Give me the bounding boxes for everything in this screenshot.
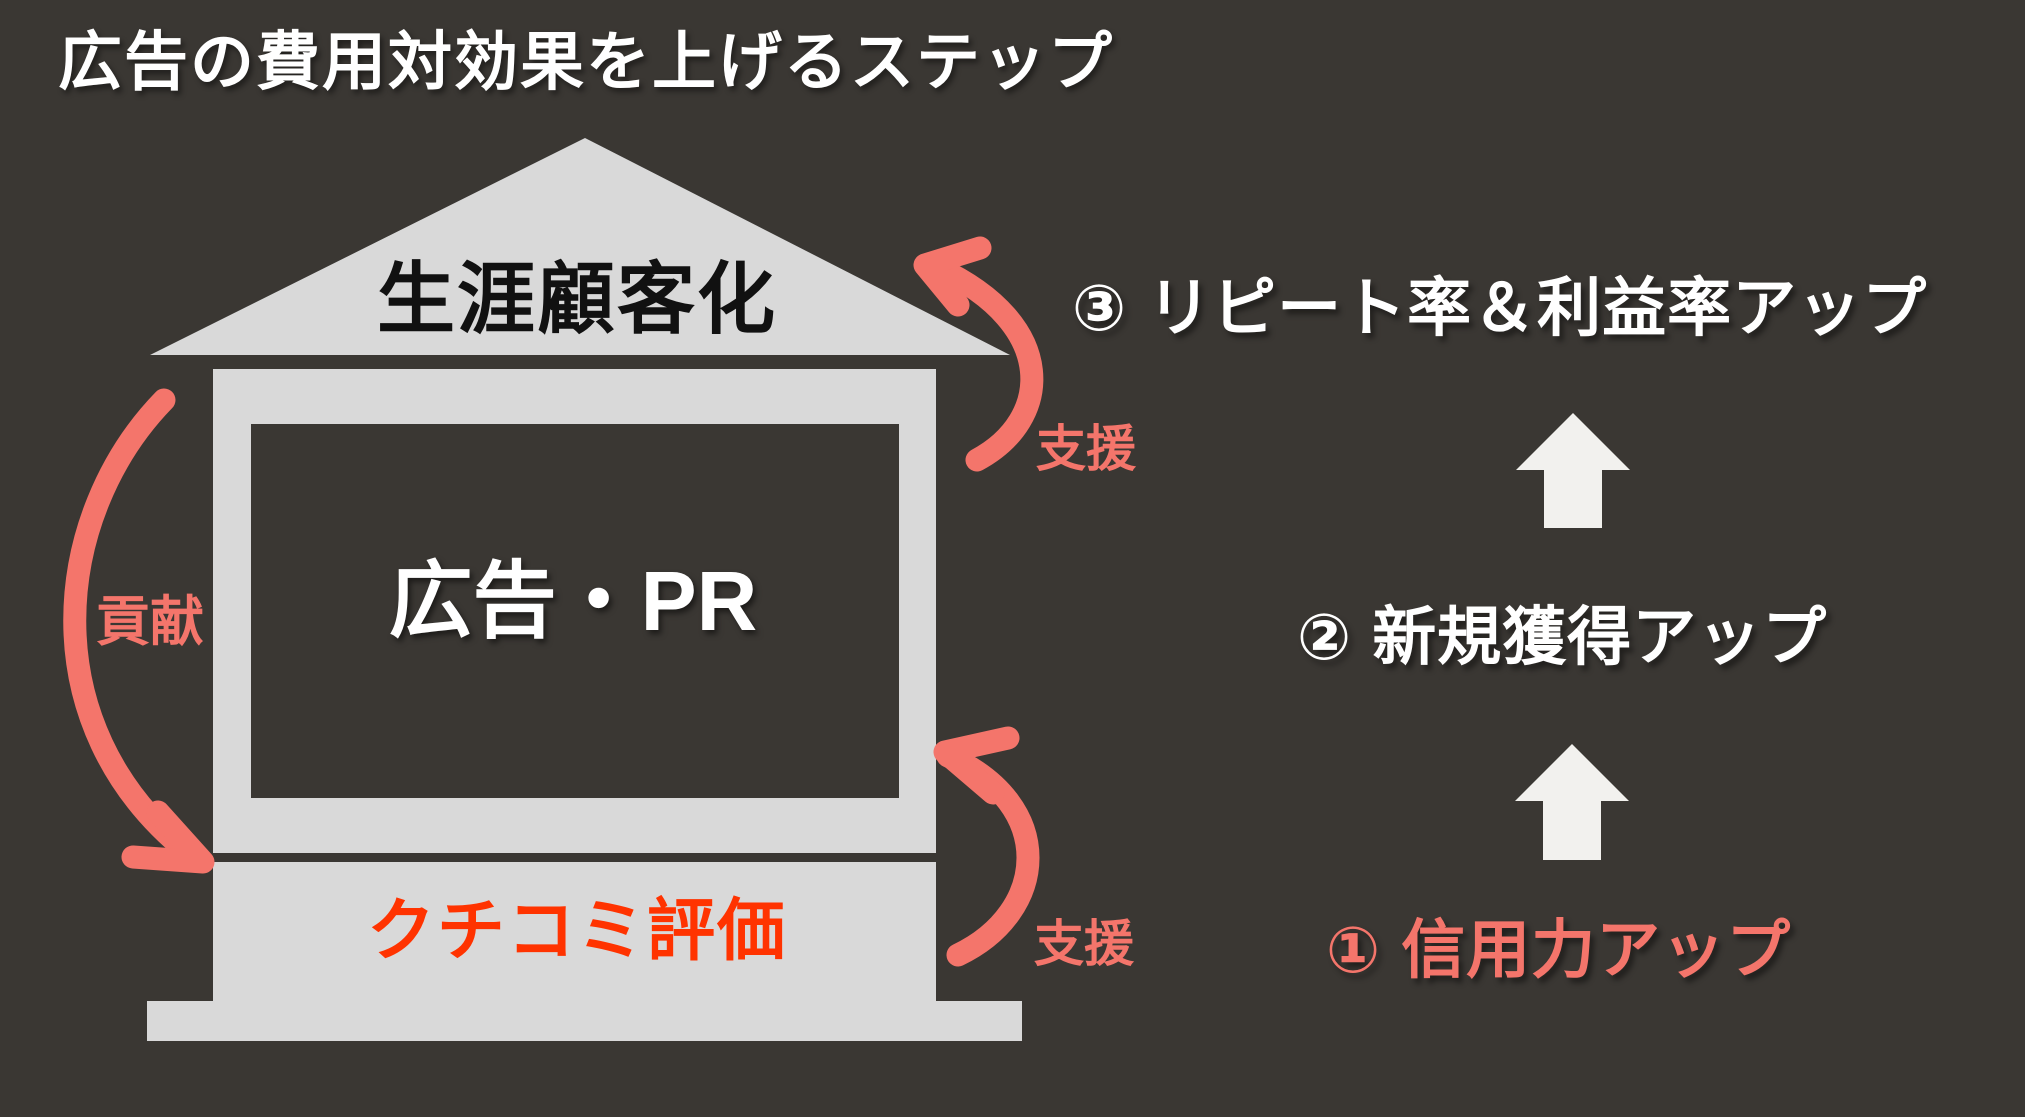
house-roof-triangle: [150, 138, 1010, 355]
step-1-number: ①: [1326, 914, 1382, 986]
step-2-number: ②: [1297, 601, 1353, 673]
up-arrow-icon-lower: [1515, 744, 1629, 860]
house-body-label: 広告・PR: [388, 554, 758, 648]
support-upper-curved-arrow-icon: [913, 236, 1044, 472]
contribution-arrow-label: 貢献: [96, 592, 204, 652]
house-window-dark-panel: [251, 424, 899, 798]
house-foundation-label: クチコミ評価: [366, 893, 788, 969]
step-3-label: リピート率＆利益率アップ: [1147, 272, 1928, 344]
support-lower-arrow-label: 支援: [1034, 916, 1134, 972]
support-upper-arrow-label: 支援: [1036, 421, 1136, 477]
slide-title: 広告の費用対効果を上げるステップ: [58, 26, 1114, 98]
step-2-label: 新規獲得アップ: [1372, 601, 1828, 673]
up-arrow-icon-upper: [1516, 413, 1630, 528]
step-3-number: ③: [1072, 272, 1128, 344]
house-foundation-band: [213, 862, 936, 1001]
step-1-label: 信用力アップ: [1401, 914, 1792, 986]
contribution-curved-arrow-icon: [63, 388, 215, 874]
house-base-plinth: [147, 1001, 1022, 1041]
house-roof-label: 生涯顧客化: [376, 255, 778, 343]
support-lower-curved-arrow-icon: [933, 726, 1040, 967]
